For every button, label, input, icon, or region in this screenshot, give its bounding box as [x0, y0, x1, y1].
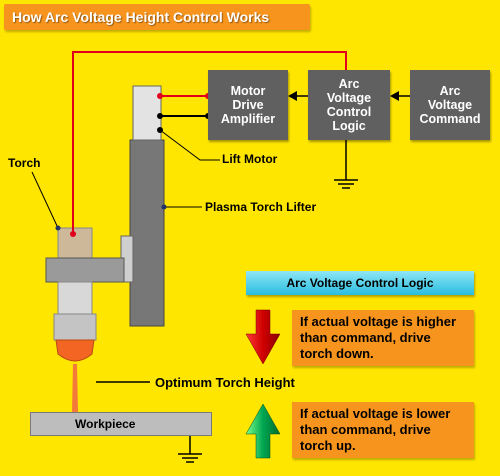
lift-motor	[132, 85, 162, 141]
optimum-torch-height-label: Optimum Torch Height	[155, 375, 295, 390]
page-title: How Arc Voltage Height Control Works	[4, 4, 310, 30]
lift-motor-pointer	[159, 129, 220, 161]
torch-nozzle	[55, 339, 95, 362]
green-up-arrow-icon	[245, 403, 281, 459]
torch-clamp	[45, 257, 125, 283]
logic-panel-header: Arc Voltage Control Logic	[246, 271, 474, 295]
arrow-logic-to-motor	[288, 91, 297, 101]
arrow-command-to-logic	[390, 91, 399, 101]
torch-label: Torch	[8, 156, 41, 170]
ground-icon	[334, 140, 358, 189]
torch-collar	[53, 313, 97, 341]
motor-drive-amplifier-block: Motor Drive Amplifier	[208, 70, 288, 140]
workpiece: Workpiece	[30, 412, 212, 436]
plasma-torch-lifter	[129, 139, 165, 327]
rule-drive-down: If actual voltage is higher than command…	[292, 310, 474, 366]
workpiece-ground-icon	[178, 436, 202, 463]
plasma-torch-lifter-label: Plasma Torch Lifter	[205, 200, 317, 214]
plasma-arc	[72, 364, 78, 412]
arc-voltage-command-block: Arc Voltage Command	[410, 70, 490, 140]
rule-drive-up: If actual voltage is lower than command,…	[292, 402, 474, 458]
arc-voltage-control-logic-block: Arc Voltage Control Logic	[308, 70, 390, 140]
red-down-arrow-icon	[245, 309, 281, 365]
torch-body-lower	[57, 281, 93, 315]
arc-voltage-wire	[72, 51, 347, 234]
torch-pointer	[31, 171, 59, 229]
lift-motor-label: Lift Motor	[222, 152, 278, 166]
